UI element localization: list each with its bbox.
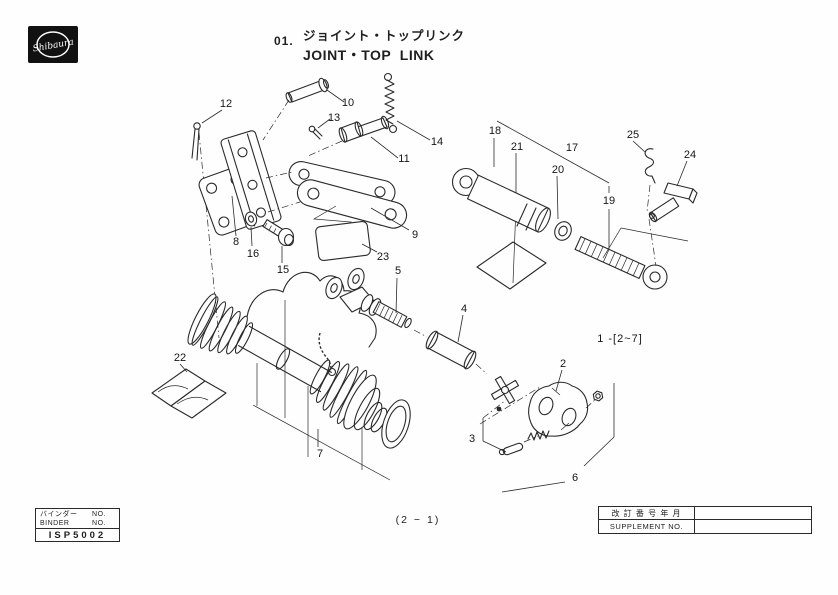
part-label-12: 12 [220,98,232,110]
supplement-box: 改 訂 番 号 年 月 SUPPLEMENT NO. [598,506,812,534]
binder-label-en: BINDER [40,519,70,527]
supplement-label: SUPPLEMENT NO. [599,520,695,533]
binder-no-label-ja: NO. [92,511,106,518]
part-label-6: 6 [572,472,578,484]
assembly-group-note: 1 -[2~7] [597,333,643,345]
part-label-8: 8 [233,236,239,248]
page-title-japanese: ジョイント・トップリンク [303,29,466,43]
part-label-3: 3 [469,433,475,445]
universal-joint-assembly [479,369,615,493]
part-label-14: 14 [431,136,443,148]
binder-number-box: バインダー NO. BINDER NO. ISP5002 [35,508,120,542]
part-label-18: 18 [489,125,501,137]
binder-code: ISP5002 [36,528,119,542]
binder-no-label-en: NO. [92,519,106,527]
binder-label-ja: バインダー [40,511,78,518]
shibaura-logo: Shibaura [28,26,78,63]
section-number: 01. [274,34,294,48]
part-label-16: 16 [247,248,259,260]
part-label-22: 22 [174,352,186,364]
part-label-23: 23 [377,251,389,263]
part-label-25: 25 [627,129,639,141]
page-number: (2 − 1) [395,514,441,526]
part-label-24: 24 [684,149,696,161]
part-label-9: 9 [412,229,418,241]
part-label-5: 5 [395,265,401,277]
binder-labels: バインダー NO. BINDER NO. [36,509,119,528]
bracket-assembly [191,72,431,339]
pto-shaft-assembly [151,267,488,481]
part-label-20: 20 [552,164,564,176]
revision-label: 改 訂 番 号 年 月 [599,507,695,520]
part-label-7: 7 [317,448,323,460]
part-label-19: 19 [603,195,615,207]
part-label-13: 13 [328,112,340,124]
supplement-value [695,520,811,533]
revision-value [695,507,811,520]
top-link-assembly [451,120,698,290]
part-labels: 12 10 13 11 14 18 21 17 20 25 24 19 8 16… [174,97,696,484]
part-label-2: 2 [560,358,566,370]
page-title-english: JOINT・TOP LINK [303,47,435,63]
part-label-10: 10 [342,97,354,109]
part-label-4: 4 [461,303,467,315]
part-label-15: 15 [277,264,289,276]
shibaura-logo-graphic: Shibaura [32,31,75,58]
part-label-17: 17 [566,142,578,154]
part-label-11: 11 [398,153,409,165]
part-label-21: 21 [511,141,523,153]
